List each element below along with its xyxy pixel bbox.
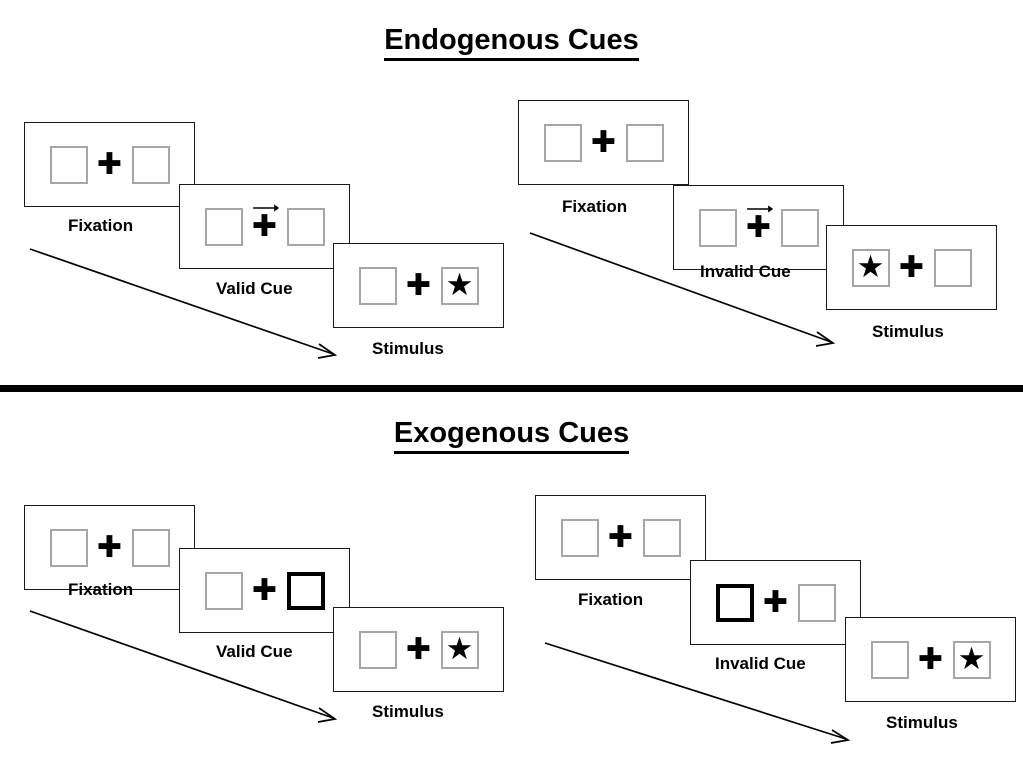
caption-endogenous-valid-stimulus: Stimulus (372, 339, 444, 358)
arrow-right-icon (252, 203, 279, 212)
fixation-cross-icon: ✚ (96, 146, 123, 182)
panel-exogenous-invalid-cue: ✚ (690, 560, 861, 645)
left-box-cued (715, 583, 754, 622)
left-box (204, 207, 243, 246)
fixation-slot: ✚ (88, 526, 132, 570)
fixation-cross-icon: ✚ (405, 267, 432, 303)
left-box (358, 266, 397, 305)
caption-endogenous-invalid-stimulus: Stimulus (872, 322, 944, 341)
fixation-slot: ✚ (909, 638, 953, 682)
fixation-cross-icon: ✚ (745, 209, 772, 245)
caption-endogenous-invalid-cue: Invalid Cue (700, 262, 791, 281)
caption-endogenous-valid-cue: Valid Cue (216, 279, 293, 298)
panel-endogenous-invalid-cue: ✚ (673, 185, 844, 270)
star-icon: ★ (445, 267, 474, 302)
left-box (870, 640, 909, 679)
left-box (358, 630, 397, 669)
star-icon: ★ (445, 631, 474, 666)
section-title-exogenous-text: Exogenous Cues (393, 417, 630, 454)
fixation-slot: ✚ (397, 628, 441, 672)
panel-endogenous-valid-fixation: ✚ (24, 122, 195, 207)
left-box (49, 528, 88, 567)
arrow-right-icon (746, 204, 773, 213)
caption-exogenous-valid-fixation: Fixation (68, 580, 134, 599)
caption-endogenous-invalid-fixation: Fixation (562, 197, 628, 216)
caption-exogenous-invalid-cue: Invalid Cue (715, 654, 806, 673)
panel-endogenous-valid-stimulus: ✚ ★ (333, 243, 504, 328)
star-icon: ★ (957, 641, 986, 676)
star-icon: ★ (856, 249, 885, 284)
fixation-cross-icon: ✚ (405, 631, 432, 667)
right-box (625, 123, 664, 162)
left-box (543, 123, 582, 162)
right-box: ★ (440, 630, 479, 669)
fixation-cross-icon: ✚ (898, 249, 925, 285)
panel-endogenous-valid-cue: ✚ (179, 184, 350, 269)
fixation-slot: ✚ (582, 121, 626, 165)
fixation-slot: ✚ (243, 569, 287, 613)
right-box (131, 528, 170, 567)
left-box (698, 208, 737, 247)
caption-exogenous-valid-cue: Valid Cue (216, 642, 293, 661)
fixation-cross-icon: ✚ (917, 641, 944, 677)
fixation-slot: ✚ (397, 264, 441, 308)
panel-exogenous-valid-fixation: ✚ (24, 505, 195, 590)
right-box (933, 248, 972, 287)
right-box-cued (286, 571, 325, 610)
panel-exogenous-valid-stimulus: ✚ ★ (333, 607, 504, 692)
fixation-cross-icon: ✚ (251, 208, 278, 244)
caption-endogenous-valid-fixation: Fixation (68, 216, 134, 235)
right-box (131, 145, 170, 184)
panel-exogenous-valid-cue: ✚ (179, 548, 350, 633)
section-title-endogenous: Endogenous Cues (0, 24, 1023, 61)
left-box (204, 571, 243, 610)
right-box (642, 518, 681, 557)
fixation-slot: ✚ (754, 581, 798, 625)
right-box (286, 207, 325, 246)
fixation-cross-icon: ✚ (762, 584, 789, 620)
left-box: ★ (851, 248, 890, 287)
panel-endogenous-invalid-stimulus: ★ ✚ (826, 225, 997, 310)
fixation-cross-icon: ✚ (96, 529, 123, 565)
panel-exogenous-invalid-fixation: ✚ (535, 495, 706, 580)
left-box (49, 145, 88, 184)
fixation-cross-icon: ✚ (251, 572, 278, 608)
panel-exogenous-invalid-stimulus: ✚ ★ (845, 617, 1016, 702)
fixation-slot: ✚ (88, 143, 132, 187)
caption-exogenous-invalid-stimulus: Stimulus (886, 713, 958, 732)
section-title-exogenous: Exogenous Cues (0, 417, 1023, 454)
caption-exogenous-valid-stimulus: Stimulus (372, 702, 444, 721)
fixation-cross-icon: ✚ (590, 124, 617, 160)
panel-endogenous-invalid-fixation: ✚ (518, 100, 689, 185)
right-box: ★ (952, 640, 991, 679)
right-box (797, 583, 836, 622)
fixation-slot: ✚ (599, 516, 643, 560)
left-box (560, 518, 599, 557)
fixation-slot: ✚ (890, 246, 934, 290)
caption-exogenous-invalid-fixation: Fixation (578, 590, 644, 609)
time-arrow-exogenous-invalid (544, 642, 851, 744)
section-title-endogenous-text: Endogenous Cues (384, 24, 639, 61)
right-box: ★ (440, 266, 479, 305)
right-box (780, 208, 819, 247)
fixation-slot: ✚ (737, 204, 781, 250)
fixation-cross-icon: ✚ (607, 519, 634, 555)
section-divider (0, 385, 1023, 392)
fixation-slot: ✚ (243, 203, 287, 249)
